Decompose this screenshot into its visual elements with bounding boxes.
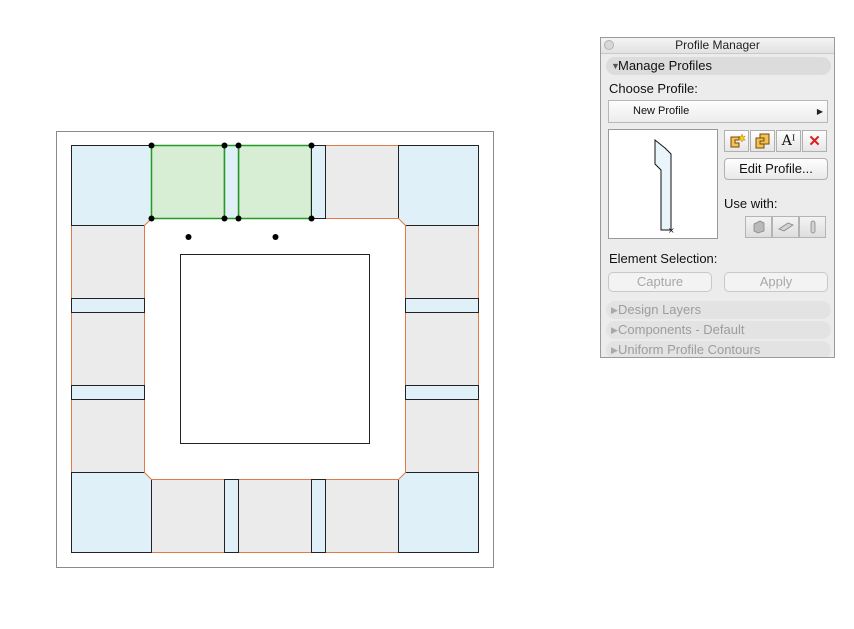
profile-manager-palette: Profile Manager ▼ Manage Profiles Choose… [600,37,835,358]
wall-icon [753,220,764,234]
profile-preview-shape: × [654,138,675,235]
rename-profile-button[interactable]: Aᴵ [776,130,801,152]
column-icon [810,220,815,234]
edit-profile-button[interactable]: Edit Profile... [724,158,828,180]
palette-title: Profile Manager [675,38,760,52]
components-default-label: Components - Default [618,322,745,337]
bottom-separator-right[interactable] [311,479,326,553]
selection-handle[interactable] [272,234,279,240]
profile-tools: Aᴵ ✕ [724,130,828,152]
capture-button[interactable]: Capture [608,272,712,292]
selection-handle[interactable] [148,142,155,149]
palette-titlebar: Profile Manager [601,38,834,54]
selection-handle[interactable] [308,142,315,149]
selected-profile-value: New Profile [633,105,690,117]
apply-button[interactable]: Apply [724,272,828,292]
selected-segment-left[interactable] [150,144,226,220]
uniform-profile-contours-header[interactable]: ▶ Uniform Profile Contours [606,341,831,357]
corner-block-top-right[interactable] [398,145,479,226]
corner-block-top-left[interactable] [71,145,152,226]
uniform-profile-contours-label: Uniform Profile Contours [618,342,761,357]
use-with-wall-button[interactable] [745,216,772,238]
profile-preview: × [608,129,718,239]
manage-profiles-header[interactable]: ▼ Manage Profiles [606,57,831,75]
inner-square[interactable] [180,254,370,444]
delete-profile-icon: ✕ [808,133,821,150]
selection-handle[interactable] [235,215,242,222]
triangle-right-icon: ▶ [816,107,823,116]
use-with-label: Use with: [724,196,778,211]
right-separator-top[interactable] [405,298,479,313]
selection-handle[interactable] [308,215,315,222]
new-profile-button[interactable] [724,130,749,152]
manage-profiles-label: Manage Profiles [618,58,712,73]
selected-segment-right[interactable] [237,144,313,220]
selection-handles[interactable] [148,142,315,241]
corner-block-bottom-left[interactable] [71,472,152,553]
selection-handle[interactable] [148,215,155,222]
triangle-down-icon: ▼ [611,61,620,71]
element-selection-label: Element Selection: [609,251,718,266]
bottom-separator-left[interactable] [224,479,239,553]
triangle-right-icon: ▶ [611,325,618,335]
svg-text:×: × [668,226,675,235]
selection-handle[interactable] [185,234,192,240]
profile-dropdown[interactable]: New Profile ▶ [608,100,828,123]
new-profile-icon [730,133,746,148]
triangle-right-icon: ▶ [611,345,618,355]
use-with-column-button[interactable] [799,216,826,238]
right-separator-bottom[interactable] [405,385,479,400]
beam-icon [777,222,794,232]
selection-handle[interactable] [221,215,228,222]
use-with-options [745,216,826,238]
left-separator-bottom[interactable] [71,385,145,400]
design-layers-label: Design Layers [618,302,702,317]
corner-block-bottom-right[interactable] [398,472,479,553]
close-icon[interactable] [604,40,614,50]
components-default-header[interactable]: ▶ Components - Default [606,321,831,339]
selection-handle[interactable] [235,142,242,149]
use-with-beam-button[interactable] [772,216,799,238]
choose-profile-label: Choose Profile: [609,81,698,96]
top-separator-right[interactable] [311,145,326,219]
design-layers-header[interactable]: ▶ Design Layers [606,301,831,319]
triangle-right-icon: ▶ [611,305,618,315]
duplicate-profile-icon [755,133,769,149]
delete-profile-button[interactable]: ✕ [802,130,827,152]
duplicate-profile-button[interactable] [750,130,775,152]
left-separator-top[interactable] [71,298,145,313]
rename-profile-icon: Aᴵ [781,133,796,149]
selected-separator[interactable] [223,144,240,220]
selection-handle[interactable] [221,142,228,149]
